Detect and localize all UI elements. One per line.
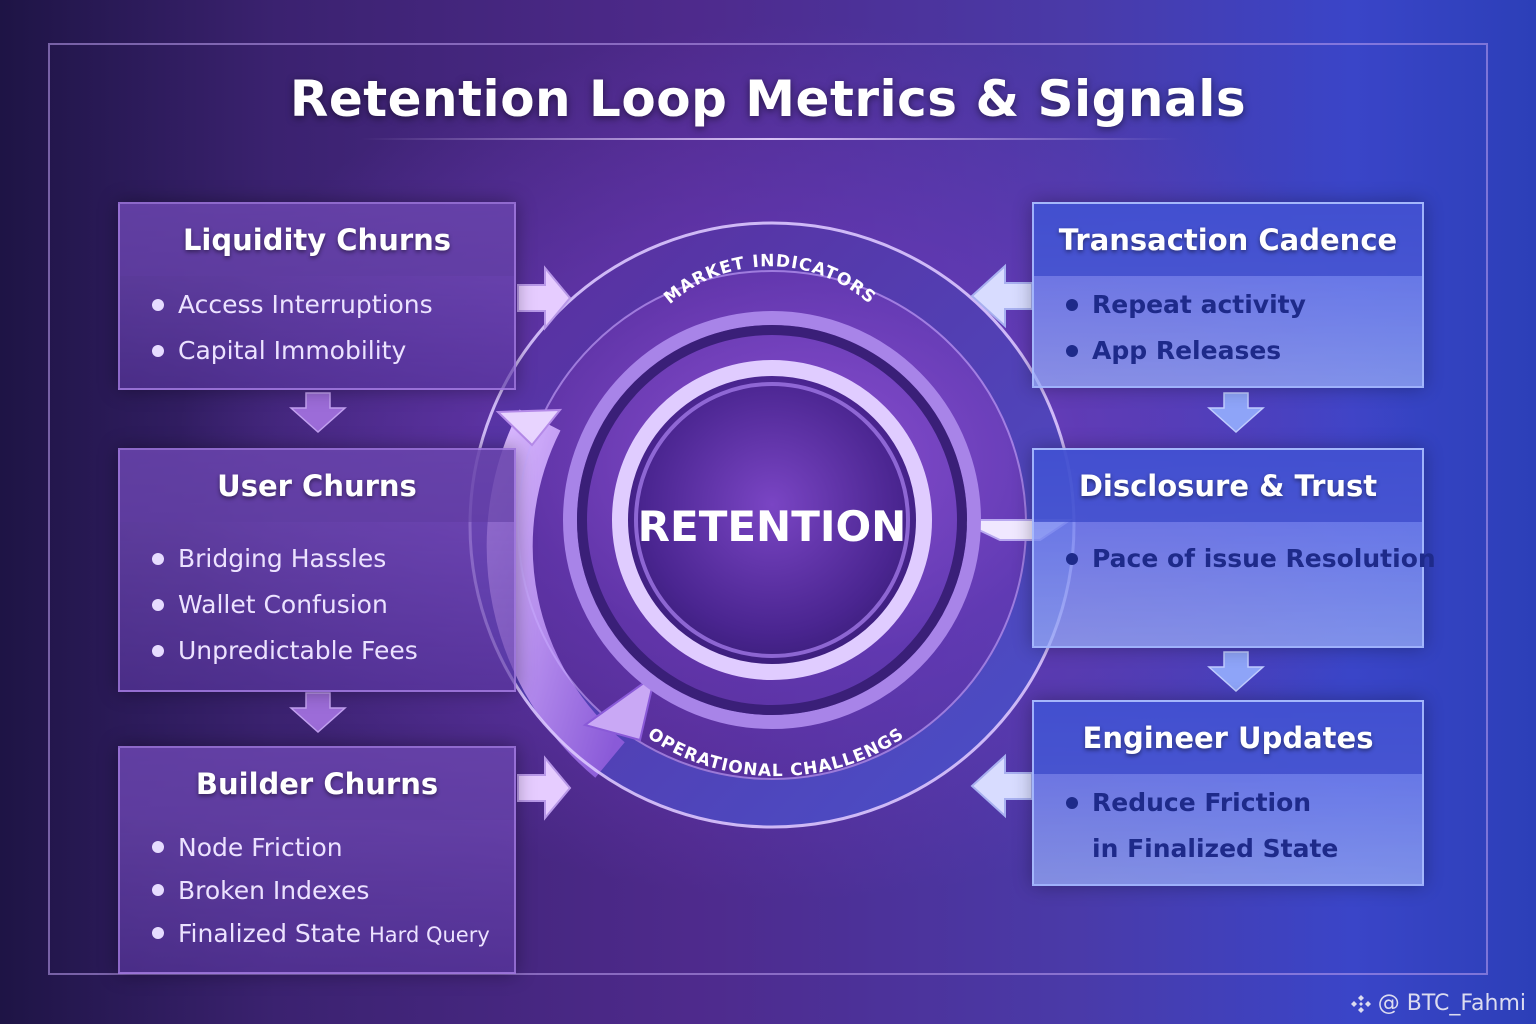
list-item: App Releases [1034,328,1422,374]
middle-ring [563,311,981,729]
bullet-icon [1066,553,1078,565]
bullet-icon [152,927,164,939]
middle-ring-shadow [577,325,967,715]
bullet-icon [152,345,164,357]
list-item: Finalized State Hard Query [120,912,514,955]
loop-arrow-top-left-icon [495,408,563,447]
arrow-transaction-to-loop-icon [970,263,1033,329]
loop-arrow-bottom-left-icon [582,672,657,742]
watermark-handle: @ BTC_Fahmi [1377,991,1526,1016]
list-item-continuation: in Finalized State [1092,834,1339,863]
retention-label: RETENTION [638,502,907,551]
box-title: Disclosure & Trust [1034,450,1422,522]
list-item: Bridging Hassles [120,536,514,582]
arrow-user-to-builder-icon [289,692,347,734]
box-title: Engineer Updates [1034,702,1422,774]
arrow-transaction-to-disclosure-icon [1207,392,1265,434]
user-churns-box: User Churns Bridging Hassles Wallet Conf… [118,448,516,692]
bullet-icon [152,884,164,896]
transaction-cadence-box: Transaction Cadence Repeat activity App … [1032,202,1424,388]
bullet-icon [152,841,164,853]
engineer-updates-box: Engineer Updates Reduce Friction in Fina… [1032,700,1424,886]
liquidity-churns-box: Liquidity Churns Access Interruptions Ca… [118,202,516,390]
box-title: Builder Churns [120,748,514,820]
bullet-icon [1066,345,1078,357]
diagram-title: Retention Loop Metrics & Signals [289,70,1247,128]
bullet-icon [152,645,164,657]
title-divider [360,138,1180,140]
list-item: Wallet Confusion [120,582,514,628]
disclosure-trust-box: Disclosure & Trust Pace of issue Resolut… [1032,448,1436,648]
box-title: Liquidity Churns [120,204,514,276]
arrow-disclosure-to-engineer-icon [1207,651,1265,693]
inner-core-edge [634,382,910,658]
bullet-icon [152,553,164,565]
box-title: User Churns [120,450,514,522]
bullet-icon [152,599,164,611]
arrow-engineer-to-loop-icon [970,753,1033,819]
builder-churns-box: Builder Churns Node Friction Broken Inde… [118,746,516,974]
binance-logo-icon [1350,994,1371,1013]
list-item: Capital Immobility [120,328,514,374]
bullet-icon [1066,299,1078,311]
bullet-icon [1066,797,1078,809]
diagram-frame [48,43,1488,975]
inner-core [612,360,932,680]
watermark: @ BTC_Fahmi [1350,991,1526,1016]
arrow-builder-to-loop-icon [517,755,572,821]
arrow-liquidity-to-user-icon [289,392,347,434]
list-item: Reduce Friction [1034,780,1422,826]
arrow-liquidity-to-loop-icon [517,265,572,331]
box-title: Transaction Cadence [1034,204,1422,276]
list-item: Unpredictable Fees [120,628,514,674]
bullet-icon [152,299,164,311]
list-item: Pace of issue Resolution [1034,536,1436,582]
list-item: Broken Indexes [120,869,514,912]
list-item: Repeat activity [1034,282,1422,328]
list-item: Access Interruptions [120,282,514,328]
list-item: Node Friction [120,826,514,869]
